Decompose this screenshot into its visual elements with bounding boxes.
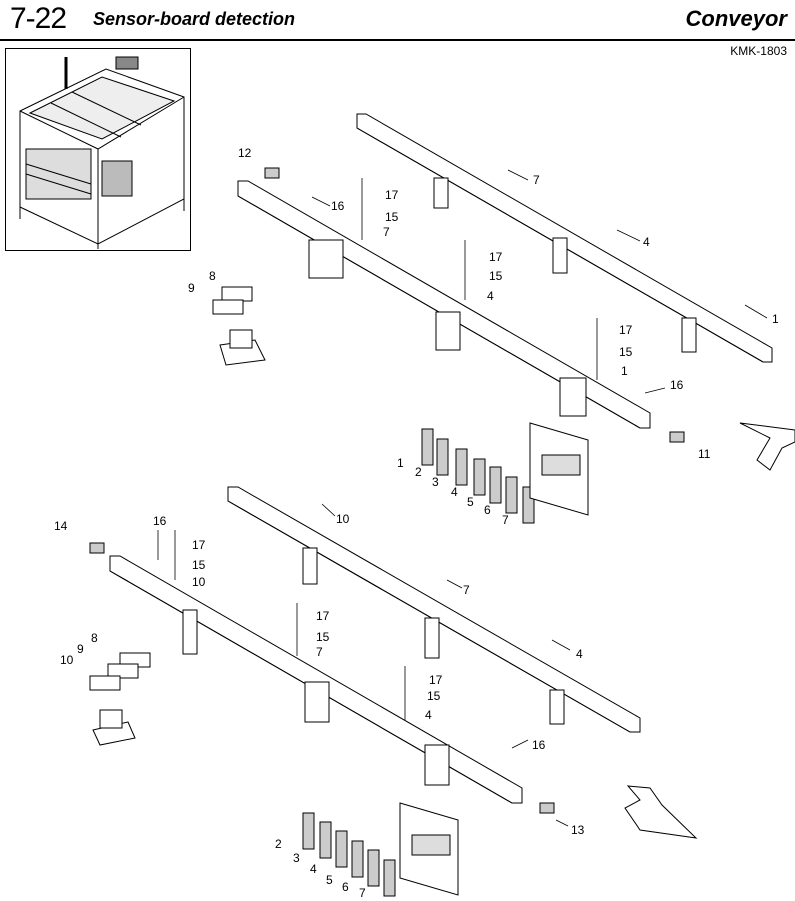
lower-part-13 [539, 802, 555, 814]
callout-label: 4 [487, 289, 494, 303]
upper-part-11 [669, 431, 685, 443]
callout-label: 15 [385, 210, 399, 224]
callout-label: 2 [275, 837, 282, 851]
callout-label: 15 [192, 558, 206, 572]
callout-label: 17 [429, 673, 443, 687]
upper-front-rail [237, 180, 651, 429]
callout-label: 3 [293, 851, 300, 865]
section-number: 7-22 [10, 2, 67, 35]
lower-sensor-cards [302, 812, 396, 897]
callout-label: 15 [316, 630, 330, 644]
callout-label: 8 [209, 269, 216, 283]
chapter-title: Conveyor [685, 6, 787, 31]
lower-sensor-bracket [89, 652, 151, 746]
callout-label: 10 [192, 575, 206, 589]
callout-label: 9 [188, 281, 195, 295]
machine-overview-illustration [19, 56, 185, 249]
callout-label: 8 [91, 631, 98, 645]
header-rule [0, 39, 795, 41]
callout-label: 7 [383, 225, 390, 239]
callout-label: 1 [397, 456, 404, 470]
callout-label: 7 [502, 513, 509, 527]
callout-label: 17 [619, 323, 633, 337]
callout-label: 1 [772, 312, 779, 326]
callout-label: 17 [192, 538, 206, 552]
machine-overview-thumbnail [5, 48, 191, 251]
callout-label: 7 [316, 645, 323, 659]
callout-label: 16 [331, 199, 345, 213]
callout-label: 11 [698, 447, 711, 461]
upper-rear-rail [356, 113, 773, 363]
callout-label: 9 [77, 642, 84, 656]
model-code: KMK-1803 [730, 44, 787, 58]
callout-label: 5 [467, 495, 474, 509]
callout-label: 7 [533, 173, 540, 187]
callout-label: 17 [489, 250, 503, 264]
upper-sensor-cards [421, 428, 535, 524]
callout-label: 16 [532, 738, 546, 752]
callout-label: 6 [484, 503, 491, 517]
callout-label: 7 [359, 886, 366, 900]
callout-label: 14 [54, 519, 68, 533]
upper-part-12 [264, 167, 280, 179]
callout-label: 17 [316, 609, 330, 623]
callout-label: 1 [621, 364, 628, 378]
callout-label: 16 [153, 514, 167, 528]
upper-sensor-bracket [212, 286, 266, 366]
callout-label: 15 [427, 689, 441, 703]
lower-part-14 [89, 542, 105, 554]
callout-label: 10 [336, 512, 350, 526]
direction-arrow-lower [624, 785, 698, 839]
callout-label: 15 [489, 269, 503, 283]
callout-label: 2 [415, 465, 422, 479]
callout-label: 5 [326, 873, 333, 887]
callout-label: 4 [310, 862, 317, 876]
lower-front-rail [109, 555, 523, 804]
callout-label: 17 [385, 188, 399, 202]
callout-label: 16 [670, 378, 684, 392]
callout-label: 7 [463, 583, 470, 597]
callout-label: 15 [619, 345, 633, 359]
callout-label: 6 [342, 880, 349, 894]
callout-label: 12 [238, 146, 252, 160]
direction-arrow-upper [739, 422, 795, 471]
callout-label: 4 [576, 647, 583, 661]
callout-label: 10 [60, 653, 74, 667]
callout-label: 4 [425, 708, 432, 722]
callout-label: 4 [451, 485, 458, 499]
lower-rear-rail [227, 486, 641, 733]
section-title: Sensor-board detection [93, 9, 296, 29]
callout-label: 4 [643, 235, 650, 249]
callout-label: 13 [571, 823, 585, 837]
callout-label: 3 [432, 475, 439, 489]
